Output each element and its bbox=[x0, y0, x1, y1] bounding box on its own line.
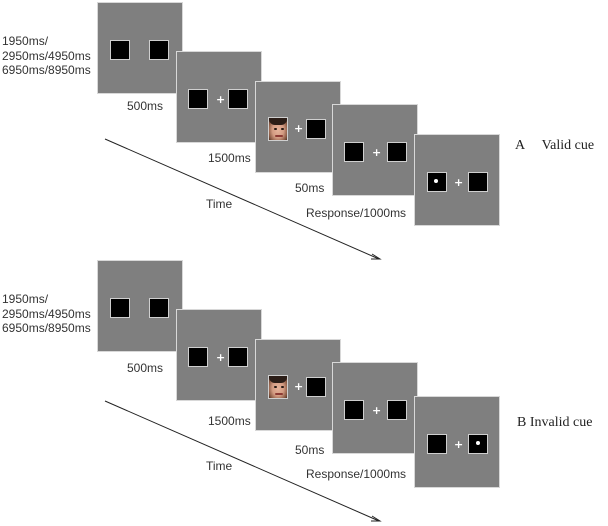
duration-label: Response/1000ms bbox=[306, 206, 407, 220]
target-dot bbox=[476, 441, 480, 445]
fixation-cross: + bbox=[454, 438, 464, 451]
condition-title: A Valid cue bbox=[515, 138, 595, 153]
condition-title: B Invalid cue bbox=[517, 415, 593, 430]
fixation-cross: + bbox=[294, 380, 304, 393]
fixation-cross: + bbox=[216, 351, 226, 364]
placeholder-box-left bbox=[188, 347, 208, 367]
time-arrow bbox=[104, 138, 382, 260]
face-cue-image bbox=[268, 117, 288, 141]
face-cue-image bbox=[268, 375, 288, 399]
duration-label: 500ms bbox=[127, 99, 164, 113]
screen-target: + bbox=[414, 134, 500, 226]
placeholder-box-right bbox=[306, 119, 326, 139]
duration-label: 500ms bbox=[127, 361, 164, 375]
fixation-cross: + bbox=[216, 93, 226, 106]
duration-label: 1500ms bbox=[208, 151, 251, 165]
fixation-cross: + bbox=[294, 122, 304, 135]
screen-blank bbox=[97, 260, 183, 352]
panel-invalid-cue: 1950ms/ 2950ms/4950ms 6950ms/8950ms + + … bbox=[0, 258, 608, 522]
iti-duration-label: 1950ms/ 2950ms/4950ms 6950ms/8950ms bbox=[2, 292, 91, 335]
placeholder-box-right bbox=[228, 89, 248, 109]
placeholder-box-left bbox=[344, 142, 364, 162]
placeholder-box-right bbox=[306, 377, 326, 397]
placeholder-box-left bbox=[188, 89, 208, 109]
target-box-left bbox=[427, 434, 447, 454]
duration-label: 50ms bbox=[295, 181, 325, 195]
fixation-cross: + bbox=[372, 146, 382, 159]
duration-label: Response/1000ms bbox=[306, 467, 407, 481]
placeholder-box-right bbox=[149, 40, 169, 60]
placeholder-box-left bbox=[344, 400, 364, 420]
target-box-left bbox=[427, 172, 447, 192]
duration-label: 50ms bbox=[295, 443, 325, 457]
screen-fixation: + bbox=[332, 104, 418, 196]
placeholder-box-left bbox=[110, 298, 130, 318]
screen-target: + bbox=[414, 396, 500, 488]
target-dot bbox=[434, 179, 438, 183]
fixation-cross: + bbox=[454, 176, 464, 189]
fixation-cross: + bbox=[372, 404, 382, 417]
placeholder-box-right bbox=[387, 142, 407, 162]
target-box-right bbox=[468, 172, 488, 192]
panel-valid-cue: 1950ms/ 2950ms/4950ms 6950ms/8950ms + + … bbox=[2, 2, 595, 260]
placeholder-box-left bbox=[110, 40, 130, 60]
placeholder-box-right bbox=[387, 400, 407, 420]
iti-duration-label: 1950ms/ 2950ms/4950ms 6950ms/8950ms bbox=[2, 34, 91, 77]
screen-face-cue: + bbox=[255, 339, 341, 431]
time-label: Time bbox=[206, 459, 233, 473]
screen-blank bbox=[97, 2, 183, 94]
screen-face-cue: + bbox=[255, 81, 341, 173]
time-label: Time bbox=[206, 197, 233, 211]
time-arrow bbox=[104, 400, 382, 522]
screen-fixation: + bbox=[176, 51, 262, 143]
placeholder-box-right bbox=[149, 298, 169, 318]
placeholder-box-right bbox=[228, 347, 248, 367]
target-box-right bbox=[468, 434, 488, 454]
screen-fixation: + bbox=[176, 309, 262, 401]
duration-label: 1500ms bbox=[208, 414, 251, 428]
